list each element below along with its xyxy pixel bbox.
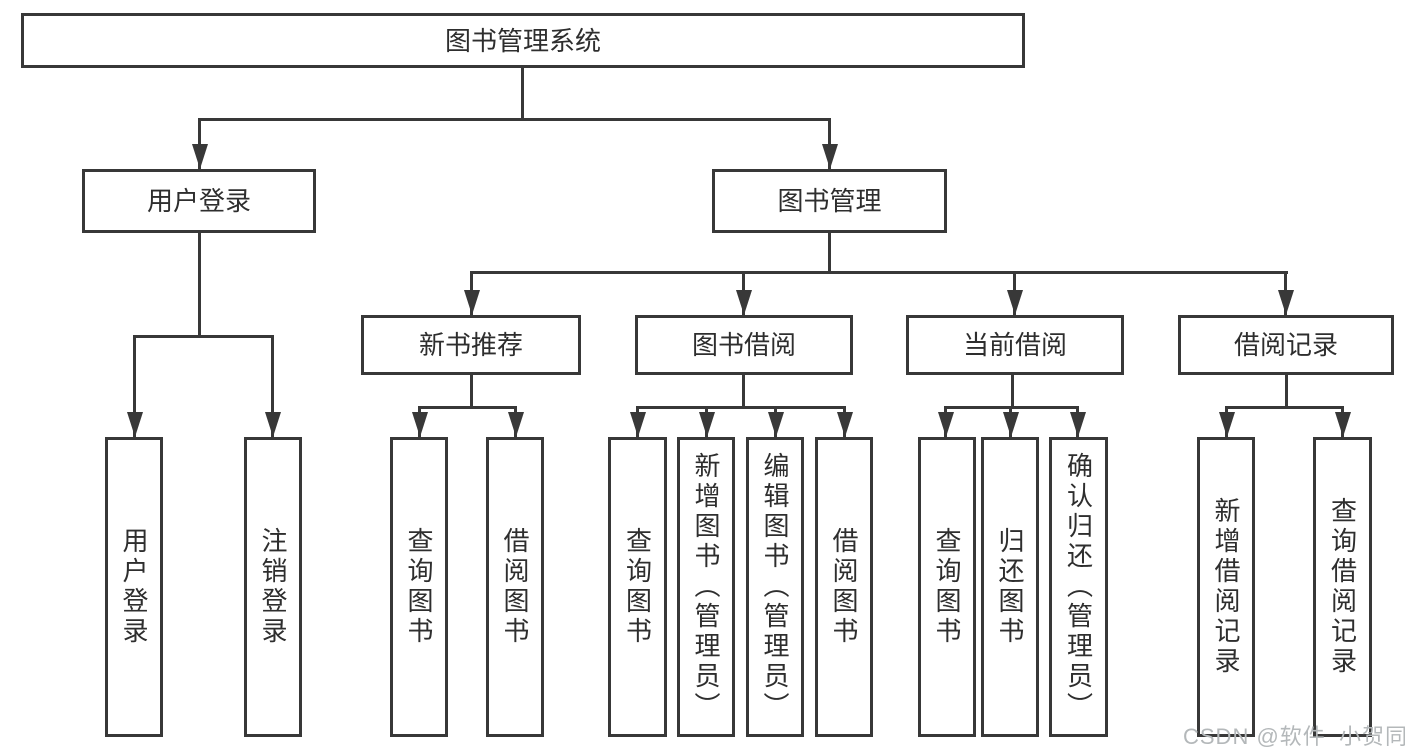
connector-root-stem: [521, 68, 524, 118]
leaf-node-query-borrow-record-label: 查询借阅记录: [1327, 497, 1358, 677]
arrow-to-current-borrow: [1013, 271, 1016, 315]
leaf-node-confirm-return-admin: 确认归还（管理员）: [1049, 437, 1108, 737]
leaf-node-edit-book-admin-label: 编辑图书（管理员）: [760, 452, 790, 722]
arrow-to-leaf-borrow-book-1: [514, 406, 517, 437]
leaf-node-query-book-1-label: 查询图书: [404, 527, 434, 647]
arrow-to-leaf-return-book: [1009, 406, 1012, 437]
node-book-borrow: 图书借阅: [635, 315, 853, 375]
node-current-borrow-label: 当前借阅: [962, 330, 1067, 360]
node-user-login-label: 用户登录: [146, 186, 251, 216]
connector-user-login-rail: [133, 335, 274, 338]
arrow-to-user-login: [198, 118, 201, 169]
leaf-node-logout-label: 注销登录: [258, 527, 288, 647]
connector-root-rail: [198, 118, 831, 121]
leaf-node-borrow-book-1-label: 借阅图书: [500, 527, 530, 647]
leaf-node-logout: 注销登录: [244, 437, 302, 737]
leaf-node-add-borrow-record: 新增借阅记录: [1197, 437, 1255, 737]
leaf-node-query-book-3: 查询图书: [918, 437, 976, 737]
root-node-label: 图书管理系统: [444, 25, 601, 56]
node-borrow-records: 借阅记录: [1178, 315, 1394, 375]
node-new-book-recommend: 新书推荐: [361, 315, 581, 375]
connector-new-book-recommend-rail: [418, 406, 517, 409]
csdn-watermark: CSDN @软件_小贺同学: [1183, 724, 1405, 747]
node-current-borrow: 当前借阅: [906, 315, 1124, 375]
leaf-node-query-borrow-record: 查询借阅记录: [1313, 437, 1372, 737]
arrow-to-leaf-borrow-book-2: [843, 406, 846, 437]
arrow-to-new-book-recommend: [470, 271, 473, 315]
leaf-node-user-login: 用户登录: [105, 437, 163, 737]
arrow-to-leaf-query-book-1: [418, 406, 421, 437]
connector-borrow-records-rail: [1225, 406, 1344, 409]
arrow-to-leaf-add-book: [705, 406, 708, 437]
leaf-node-query-book-2: 查询图书: [608, 437, 667, 737]
connector-new-book-recommend-stem: [470, 375, 473, 406]
leaf-node-add-borrow-record-label: 新增借阅记录: [1211, 497, 1241, 677]
node-book-management-label: 图书管理: [777, 186, 882, 216]
connector-book-management-rail: [470, 271, 1288, 274]
leaf-node-add-book-admin: 新增图书（管理员）: [677, 437, 735, 737]
arrow-to-book-management: [828, 118, 831, 169]
leaf-node-confirm-return-admin-label: 确认归还（管理员）: [1063, 452, 1094, 722]
leaf-node-return-book-label: 归还图书: [995, 527, 1025, 647]
node-book-borrow-label: 图书借阅: [691, 330, 796, 360]
arrow-to-leaf-add-borrow-record: [1225, 406, 1228, 437]
leaf-node-query-book-1: 查询图书: [390, 437, 448, 737]
arrow-to-leaf-confirm-return: [1076, 406, 1079, 437]
leaf-node-add-book-admin-label: 新增图书（管理员）: [691, 452, 721, 722]
arrow-to-leaf-user-login: [133, 335, 136, 437]
root-node-library-system: 图书管理系统: [21, 13, 1025, 68]
leaf-node-borrow-book-1: 借阅图书: [486, 437, 544, 737]
connector-borrow-records-stem: [1285, 375, 1288, 406]
arrow-to-book-borrow: [742, 271, 745, 315]
arrow-to-leaf-query-book-3: [944, 406, 947, 437]
node-book-management: 图书管理: [712, 169, 947, 233]
leaf-node-edit-book-admin: 编辑图书（管理员）: [746, 437, 804, 737]
arrow-to-leaf-query-book-2: [636, 406, 639, 437]
connector-book-borrow-stem: [742, 375, 745, 406]
leaf-node-query-book-3-label: 查询图书: [932, 527, 962, 647]
arrow-to-leaf-query-borrow-record: [1341, 406, 1344, 437]
connector-book-borrow-rail: [636, 406, 846, 409]
leaf-node-user-login-label: 用户登录: [119, 527, 149, 647]
leaf-node-borrow-book-2: 借阅图书: [815, 437, 873, 737]
leaf-node-query-book-2-label: 查询图书: [622, 527, 653, 647]
arrow-to-leaf-logout: [271, 335, 274, 437]
connector-current-borrow-stem: [1011, 375, 1014, 406]
connector-book-management-stem: [828, 233, 831, 271]
arrow-to-leaf-edit-book: [774, 406, 777, 437]
node-borrow-records-label: 借阅记录: [1233, 330, 1338, 360]
connector-user-login-stem: [198, 233, 201, 335]
leaf-node-return-book: 归还图书: [981, 437, 1039, 737]
arrow-to-borrow-records: [1284, 271, 1287, 315]
node-new-book-recommend-label: 新书推荐: [418, 330, 523, 360]
node-user-login: 用户登录: [82, 169, 316, 233]
leaf-node-borrow-book-2-label: 借阅图书: [829, 527, 859, 647]
